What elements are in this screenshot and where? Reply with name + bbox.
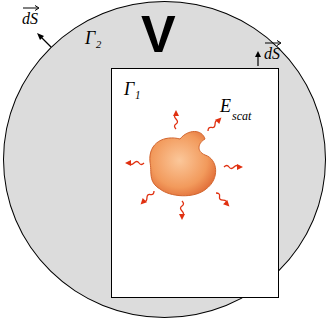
surface-element-label: dS xyxy=(22,10,38,27)
inner-surface-box: Γ₁ Escat xyxy=(111,68,279,298)
field-symbol: E xyxy=(220,97,231,115)
volume-label: V xyxy=(141,8,176,60)
surface-label: Γ₂ xyxy=(85,29,102,47)
field-subscript: scat xyxy=(232,110,251,122)
surface-label: Γ₁ xyxy=(124,80,141,98)
normal-vectors xyxy=(37,33,261,66)
vector-label: dS xyxy=(22,10,38,28)
vector-label: dS xyxy=(264,45,280,63)
scatterer-blob xyxy=(150,132,216,196)
surface-element-label: dS xyxy=(264,45,280,62)
scattered-waves xyxy=(125,110,243,220)
